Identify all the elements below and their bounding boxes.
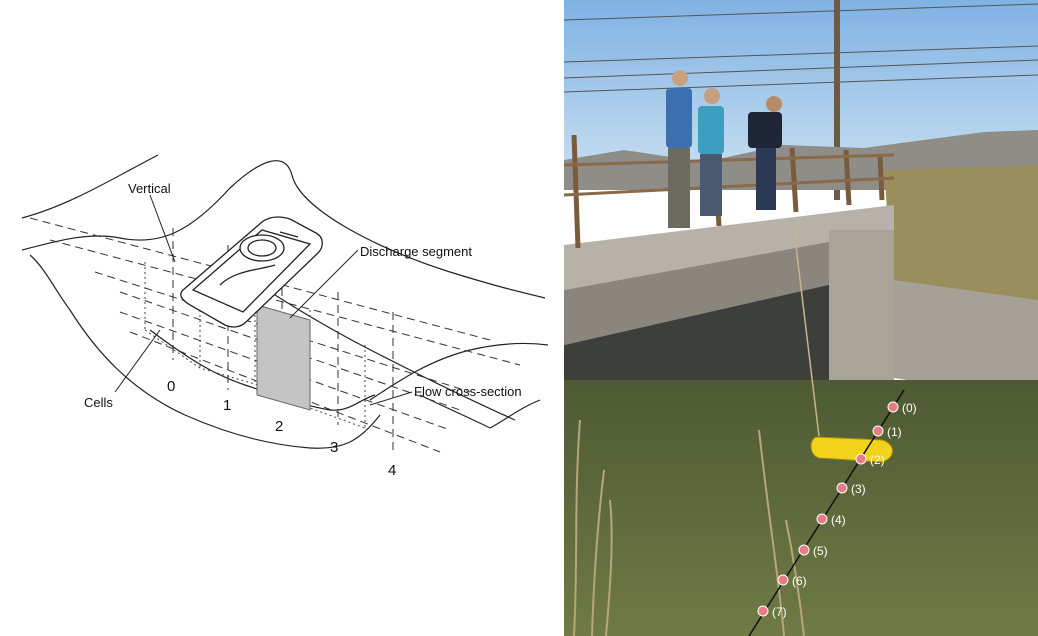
measurement-point-label: (0) (902, 401, 917, 415)
vertical-number-3: 3 (330, 439, 338, 456)
measurement-point-marker (777, 574, 789, 586)
field-photo: (0)(1)(2) (3) (4) (5) (6) (7) (564, 0, 1038, 636)
leader-lines (114, 194, 413, 406)
canal-wall (894, 280, 1038, 400)
power-lines (564, 3, 1038, 93)
bridge-underside (564, 270, 894, 385)
vertical-number-0: 0 (167, 378, 175, 395)
vertical-number-1: 1 (223, 397, 231, 414)
vertical-number-2: 2 (275, 418, 283, 435)
measurement-point-marker (872, 425, 884, 437)
adcp-boat (810, 436, 893, 463)
measurement-point-marker (816, 513, 828, 525)
measurement-point-marker (757, 605, 769, 617)
channel-outline (21, 154, 549, 449)
water (564, 380, 1038, 636)
measurement-point-label: (5) (813, 544, 828, 558)
measurement-point-marker (887, 401, 899, 413)
measurement-point-label: (2) (870, 453, 885, 467)
measurement-point-label: (4) (831, 513, 846, 527)
reeds (573, 419, 805, 636)
boat-drawing (180, 216, 323, 328)
label-discharge-segment: Discharge segment (360, 244, 472, 259)
photo-svg: (0)(1)(2) (3) (4) (5) (6) (7) (564, 0, 1038, 636)
channel-diagram: Vertical Discharge segment Cells Flow cr… (21, 154, 549, 479)
bridge-deck (564, 205, 894, 290)
tether-rope (793, 229, 820, 437)
measurement-point-marker (836, 482, 848, 494)
label-cells: Cells (84, 395, 113, 410)
railing-bars (564, 153, 895, 197)
measurement-point-label: (6) (792, 574, 807, 588)
measurement-point-marker (855, 453, 867, 465)
measurement-point-label: (7) (772, 605, 787, 619)
bridge-side (564, 230, 894, 345)
measurement-point-label: (1) (887, 425, 902, 439)
measurement-point-label: (3) (851, 482, 866, 496)
utility-pole (834, 0, 840, 200)
label-vertical: Vertical (128, 181, 171, 196)
discharge-segment-shade (256, 304, 311, 411)
people (666, 70, 782, 228)
measurement-point-marker (798, 544, 810, 556)
bridge-pier (829, 230, 894, 380)
dry-grass (884, 165, 1038, 320)
diagram-svg: Vertical Discharge segment Cells Flow cr… (21, 154, 549, 479)
measurement-points: (0)(1)(2) (3) (4) (5) (6) (7) (757, 401, 917, 619)
vertical-number-4: 4 (388, 462, 396, 479)
label-flow-cross-section: Flow cross-section (414, 384, 522, 399)
